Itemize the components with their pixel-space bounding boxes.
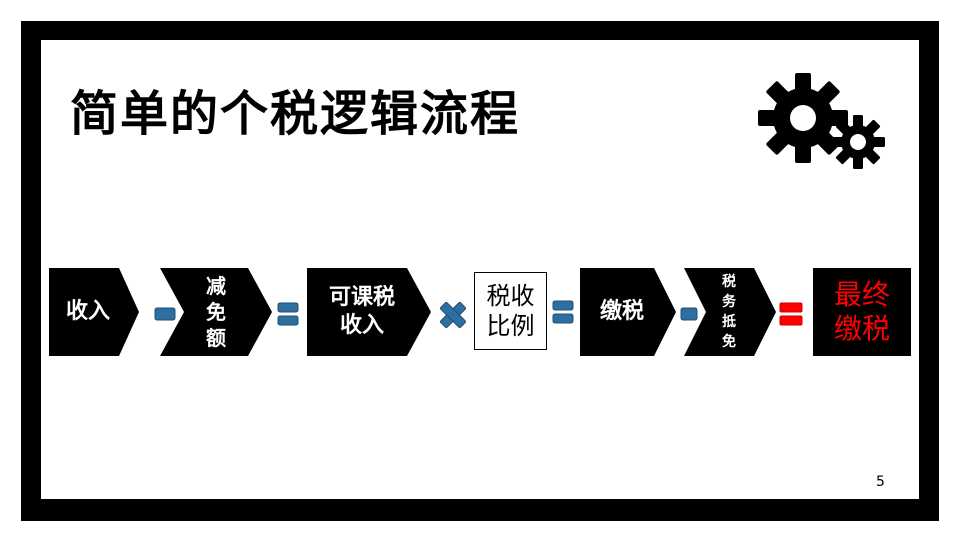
step-income-label: 收入 xyxy=(65,299,110,324)
step-tax-rate: 税收 比例 xyxy=(474,272,547,350)
step-tax-paid-label: 缴税 xyxy=(599,299,644,324)
step-deduction: 减 免 额 xyxy=(160,268,272,356)
page-number: 5 xyxy=(876,474,885,490)
equals-operator xyxy=(779,302,803,326)
step-tax-paid: 缴税 xyxy=(580,268,676,356)
step-deduction-label: 减 免 额 xyxy=(206,274,226,350)
step-taxable-income-label: 可课税 收入 xyxy=(328,285,395,338)
multiply-operator xyxy=(438,300,468,330)
step-tax-credit-label: 税 务 抵 免 xyxy=(722,274,736,350)
step-tax-credit: 税 务 抵 免 xyxy=(684,268,776,356)
gears-icon xyxy=(755,70,890,175)
equals-operator xyxy=(552,300,574,324)
equals-operator xyxy=(277,302,299,326)
slide-title: 简单的个税逻辑流程 xyxy=(70,86,521,142)
minus-operator xyxy=(680,306,698,321)
step-taxable-income: 可课税 收入 xyxy=(307,268,431,356)
minus-operator xyxy=(154,306,176,321)
step-final-tax: 最终 缴税 xyxy=(813,268,911,356)
step-income: 收入 xyxy=(49,268,139,356)
